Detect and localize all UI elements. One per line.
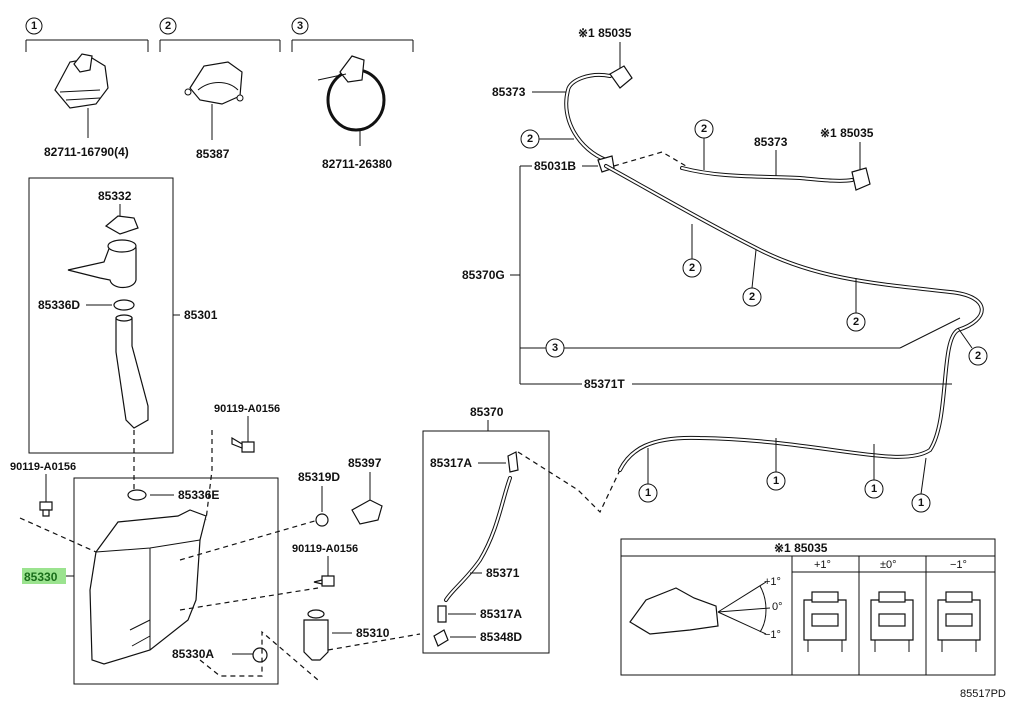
label-85373-upper: 85373 xyxy=(492,85,526,99)
washer-tank-drawing xyxy=(89,509,207,665)
label-85373-right: 85373 xyxy=(754,135,788,149)
label-85348D: 85348D xyxy=(480,630,522,644)
bolt-top: 90119-A0156 xyxy=(214,403,280,453)
inset-title: ※1 85035 xyxy=(774,541,828,555)
inlet-pipe-drawing xyxy=(115,317,149,429)
label-85330: 85330 xyxy=(24,570,58,584)
clip-1-drawing xyxy=(54,53,109,138)
label-85387: 85387 xyxy=(196,147,230,161)
bolt-left: 90119-A0156 xyxy=(10,461,76,517)
label-82711-16790: 82711-16790(4) xyxy=(44,145,129,159)
callout-2-hose-b: 2 xyxy=(749,291,755,303)
callout-2-hose-c: 2 xyxy=(853,316,859,328)
label-85035-upper: ※1 85035 xyxy=(578,26,632,40)
pump-dashline-1 xyxy=(179,519,319,561)
callout-2-upper-hose: 2 xyxy=(527,133,533,145)
seal-85336D-drawing xyxy=(113,299,135,311)
callout-2-hose-a: 2 xyxy=(689,262,695,274)
label-90119-A0156-right: 90119-A0156 xyxy=(292,543,358,555)
inlet-cap-drawing xyxy=(104,215,139,235)
label-85370: 85370 xyxy=(470,405,504,419)
nozzle-85035-upper xyxy=(609,65,633,89)
pump-dashline-2 xyxy=(179,587,319,611)
bolt-dashline-left xyxy=(19,517,97,553)
nozzle-front-minus xyxy=(937,591,981,652)
label-85336E: 85336E xyxy=(178,488,219,502)
callout-2-legend: 2 xyxy=(165,20,171,32)
label-85317A-bottom: 85317A xyxy=(480,607,522,621)
label-85035-right: ※1 85035 xyxy=(820,126,874,140)
joint-85317A-bottom xyxy=(437,605,447,623)
callout-1-hose-c: 1 xyxy=(871,483,877,495)
inset-col-zero: ±0° xyxy=(880,559,897,571)
filter-85397-drawing xyxy=(351,499,383,525)
bolt-right: 90119-A0156 xyxy=(292,543,358,587)
callout-2-hose-d: 2 xyxy=(975,350,981,362)
inset-angle-plus: +1° xyxy=(764,576,781,588)
label-85371: 85371 xyxy=(486,566,520,580)
label-85319D: 85319D xyxy=(298,470,340,484)
label-85397: 85397 xyxy=(348,456,382,470)
label-82711-26380: 82711-26380 xyxy=(322,157,392,171)
callout-3-clamp: 3 xyxy=(552,342,558,354)
grommet-85319D-drawing xyxy=(315,513,329,527)
label-90119-A0156-left: 90119-A0156 xyxy=(10,461,76,473)
inset-col-minus: −1° xyxy=(950,559,967,571)
hose-link-dashline xyxy=(517,451,621,514)
washer-pump-drawing xyxy=(303,619,329,661)
label-85332: 85332 xyxy=(98,189,132,203)
label-85310: 85310 xyxy=(356,626,390,640)
clip-3-drawing xyxy=(317,55,386,146)
inlet-assembly: 85301 85332 85336D xyxy=(28,177,218,454)
label-85301: 85301 xyxy=(184,308,218,322)
inset-angle-zero: 0° xyxy=(772,601,783,613)
callout-1-hose-a: 1 xyxy=(645,487,651,499)
label-85031B: 85031B xyxy=(534,159,576,173)
pump-hose-dashline xyxy=(327,633,421,651)
joint-85317A-top xyxy=(507,451,519,473)
inset-col-plus: +1° xyxy=(814,559,831,571)
nozzle-angle-inset: ※1 85035 +1° ±0° −1° +1° 0° −1° xyxy=(620,538,996,676)
callout-1-hose-b: 1 xyxy=(773,475,779,487)
clip-legend: 1 2 3 82711-16790(4) 85387 xyxy=(25,17,414,171)
label-85330A: 85330A xyxy=(172,647,214,661)
figure-code: 85517PD xyxy=(960,688,1006,700)
tank-assembly: 85330 85336E 85330A xyxy=(22,477,279,685)
callout-1-legend: 1 xyxy=(31,20,37,32)
grommet-dashline xyxy=(199,630,319,681)
hood-hose-dashline xyxy=(613,151,687,167)
hose-85370-group: 85370 85317A 85371 85317A 85348D xyxy=(422,405,550,654)
callout-1-hose-d: 1 xyxy=(918,497,924,509)
nozzle-front-zero xyxy=(870,591,914,652)
label-85317A-top: 85317A xyxy=(430,456,472,470)
elbow-85348D-drawing xyxy=(433,629,449,647)
label-85370G: 85370G xyxy=(462,268,505,282)
label-85336D: 85336D xyxy=(38,298,80,312)
right-hose-routing: 85373 ※1 85035 2 85031B 85373 2 ※1 85035… xyxy=(462,26,988,513)
nozzle-side-drawing xyxy=(629,587,719,635)
callout-3-legend: 3 xyxy=(297,20,303,32)
bolt-dashline-top xyxy=(205,430,213,521)
grommet-85336E-drawing xyxy=(127,489,147,501)
inset-angle-minus: −1° xyxy=(764,629,781,641)
callout-2-right-hose: 2 xyxy=(701,123,707,135)
clip-2-drawing xyxy=(184,61,244,140)
grommet-85330A-drawing xyxy=(252,647,268,663)
nozzle-85035-right xyxy=(851,167,871,191)
label-90119-A0156-top: 90119-A0156 xyxy=(214,403,280,415)
label-85371T: 85371T xyxy=(584,377,625,391)
nozzle-front-plus xyxy=(803,591,847,652)
